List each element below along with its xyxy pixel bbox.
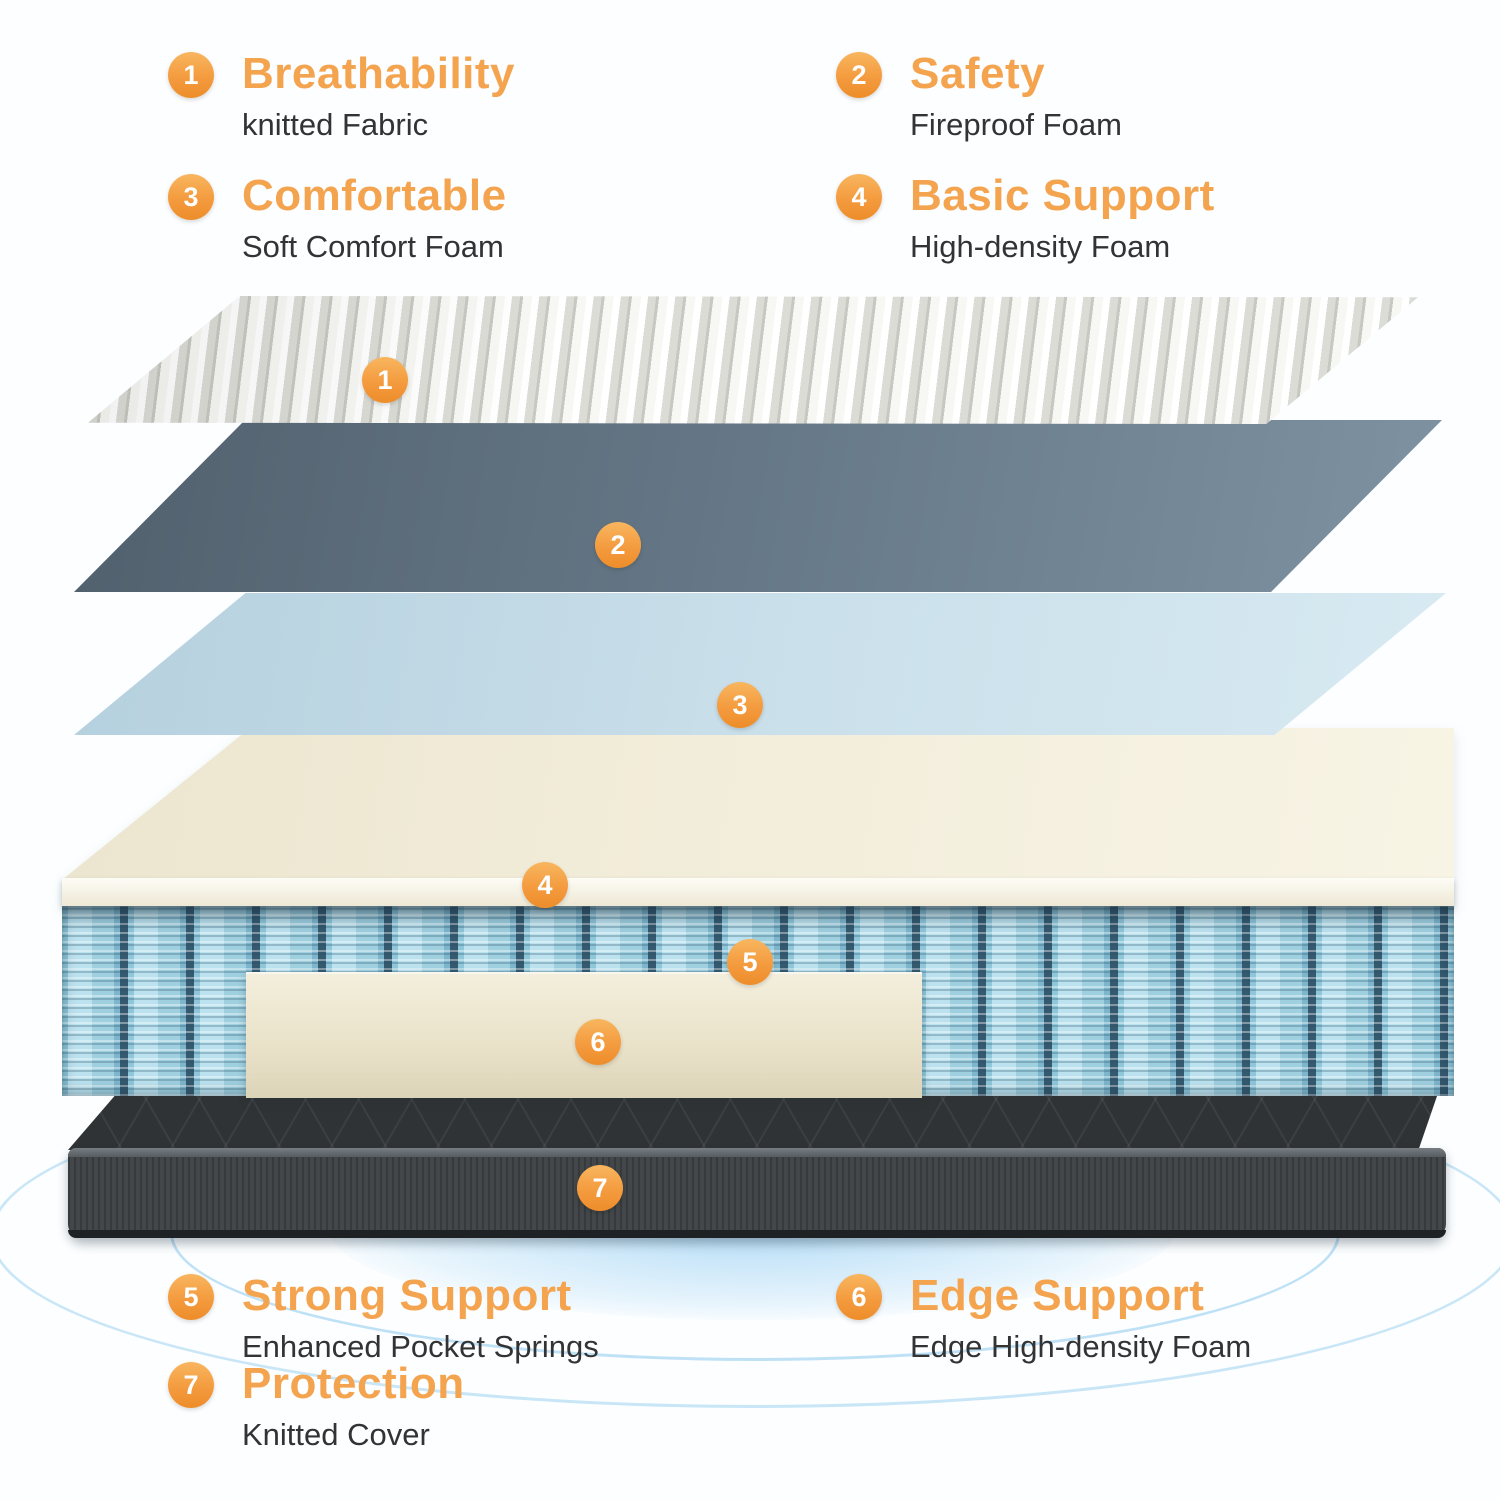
feature-7-number-badge: 7 bbox=[168, 1362, 214, 1408]
diagram-marker-4: 4 bbox=[522, 862, 568, 908]
callout-comfortable: 3 Comfortable Soft Comfort Foam bbox=[168, 171, 507, 265]
callout-edge-support: 6 Edge Support Edge High-density Foam bbox=[836, 1271, 1252, 1365]
callout-safety: 2 Safety Fireproof Foam bbox=[836, 49, 1122, 143]
feature-title: Breathability bbox=[242, 49, 516, 98]
feature-subtitle: Soft Comfort Foam bbox=[242, 229, 504, 265]
foam-front-face bbox=[62, 878, 1454, 906]
callout-protection: 7 Protection Knitted Cover bbox=[168, 1359, 465, 1453]
feature-4-number-badge: 4 bbox=[836, 174, 882, 220]
diagram-marker-6: 6 bbox=[575, 1019, 621, 1065]
layer-7-knitted-cover-base bbox=[68, 1078, 1446, 1238]
feature-1-number-badge: 1 bbox=[168, 52, 214, 98]
feature-subtitle: Enhanced Pocket Springs bbox=[242, 1329, 599, 1365]
feature-title: Comfortable bbox=[242, 171, 507, 220]
diagram-marker-2: 2 bbox=[595, 522, 641, 568]
callout-breathability: 1 Breathability knitted Fabric bbox=[168, 49, 516, 143]
foam-top-face bbox=[62, 728, 1454, 880]
feature-subtitle: Fireproof Foam bbox=[910, 107, 1122, 143]
feature-2-number-badge: 2 bbox=[836, 52, 882, 98]
feature-5-number-badge: 5 bbox=[168, 1274, 214, 1320]
layer-4-high-density-foam bbox=[62, 728, 1454, 906]
feature-title: Protection bbox=[242, 1359, 465, 1408]
diagram-marker-3: 3 bbox=[717, 682, 763, 728]
callout-basic-support: 4 Basic Support High-density Foam bbox=[836, 171, 1215, 265]
feature-subtitle: High-density Foam bbox=[910, 229, 1171, 265]
layer-2-fireproof-foam bbox=[74, 420, 1442, 592]
feature-6-number-badge: 6 bbox=[836, 1274, 882, 1320]
diagram-marker-5: 5 bbox=[727, 939, 773, 985]
feature-3-number-badge: 3 bbox=[168, 174, 214, 220]
feature-title: Basic Support bbox=[910, 171, 1215, 220]
callout-strong-support: 5 Strong Support Enhanced Pocket Springs bbox=[168, 1271, 599, 1365]
feature-subtitle: Knitted Cover bbox=[242, 1417, 430, 1453]
diagram-marker-1: 1 bbox=[362, 357, 408, 403]
layer-1-knitted-fabric bbox=[88, 296, 1418, 424]
feature-title: Safety bbox=[910, 49, 1046, 98]
base-front-face bbox=[68, 1148, 1446, 1238]
feature-title: Edge Support bbox=[910, 1271, 1205, 1320]
diagram-marker-7: 7 bbox=[577, 1165, 623, 1211]
feature-subtitle: knitted Fabric bbox=[242, 107, 429, 143]
feature-subtitle: Edge High-density Foam bbox=[910, 1329, 1252, 1365]
feature-title: Strong Support bbox=[242, 1271, 572, 1320]
